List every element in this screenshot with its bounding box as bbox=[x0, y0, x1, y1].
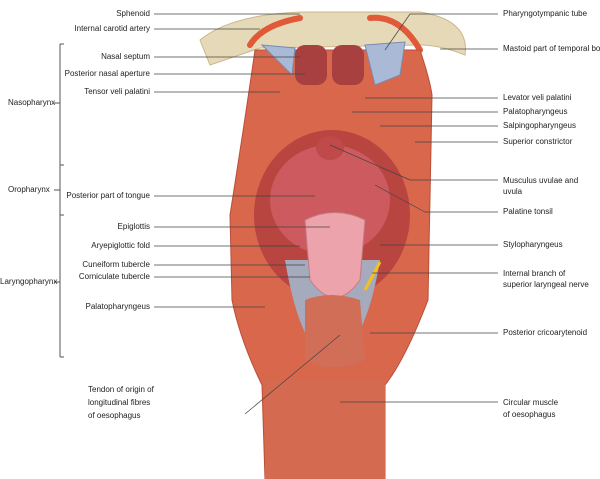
label-superior-constrictor: Superior constrictor bbox=[503, 137, 573, 146]
label-stylopharyngeus: Stylopharyngeus bbox=[503, 240, 563, 249]
label-aryepiglottic-fold: Aryepiglottic fold bbox=[91, 241, 150, 250]
label-palatopharyngeus-right: Palatopharyngeus bbox=[503, 107, 568, 116]
left-carotid-artery bbox=[247, 15, 303, 48]
posterior-nasal-aperture-left bbox=[295, 45, 327, 85]
left-tube-cartilage bbox=[260, 44, 296, 77]
label-line: Circular muscle bbox=[503, 398, 559, 407]
uvula bbox=[316, 136, 344, 160]
label-levator-veli-palatini: Levator veli palatini bbox=[503, 93, 572, 102]
label-posterior-part-of-tongue: Posterior part of tongue bbox=[66, 191, 150, 200]
label-line: superior laryngeal nerve bbox=[503, 280, 589, 289]
label-line: longitudinal fibres bbox=[88, 398, 151, 407]
region-laryngopharynx: Laryngopharynx bbox=[0, 277, 58, 286]
label-posterior-cricoarytenoid: Posterior cricoarytenoid bbox=[503, 328, 588, 337]
label-salpingopharyngeus: Salpingopharyngeus bbox=[503, 121, 576, 130]
label-pharyngotympanic-tube: Pharyngotympanic tube bbox=[503, 9, 588, 18]
label-musculus-uvulae: Musculus uvulae and uvula bbox=[503, 175, 578, 197]
label-nasal-septum: Nasal septum bbox=[101, 52, 150, 61]
epiglottis bbox=[304, 212, 366, 298]
right-carotid-artery bbox=[367, 14, 423, 53]
region-oropharynx: Oropharynx bbox=[8, 185, 50, 194]
label-tensor-veli-palatini: Tensor veli palatini bbox=[84, 87, 150, 96]
label-line: Internal branch of bbox=[503, 269, 566, 278]
label-circular-muscle-oesophagus: Circular muscle of oesophagus bbox=[503, 397, 558, 421]
pharynx-region-bracket bbox=[54, 43, 64, 358]
posterior-cricoarytenoid-muscle bbox=[305, 295, 365, 368]
leader-lines bbox=[154, 13, 498, 415]
oesophagus bbox=[265, 380, 385, 479]
posterior-nasal-aperture-right bbox=[332, 45, 364, 85]
label-cuneiform-tubercle: Cuneiform tubercle bbox=[82, 260, 150, 269]
label-line: of oesophagus bbox=[503, 410, 556, 419]
label-corniculate-tubercle: Corniculate tubercle bbox=[78, 272, 150, 281]
label-sphenoid: Sphenoid bbox=[116, 9, 150, 18]
internal-laryngeal-nerve bbox=[363, 261, 382, 291]
label-line: of oesophagus bbox=[88, 411, 141, 420]
label-tendon-of-origin: Tendon of origin of longitudinal fibres … bbox=[88, 383, 154, 422]
label-internal-carotid-artery: Internal carotid artery bbox=[74, 24, 150, 33]
label-line: uvula bbox=[503, 187, 523, 196]
label-line: Tendon of origin of bbox=[88, 385, 154, 394]
label-palatopharyngeus-left: Palatopharyngeus bbox=[85, 302, 151, 311]
label-mastoid-part: Mastoid part of temporal bone bbox=[503, 44, 600, 53]
label-posterior-nasal-aperture: Posterior nasal aperture bbox=[64, 69, 150, 78]
region-nasopharynx: Nasopharynx bbox=[8, 98, 56, 107]
label-epiglottis: Epiglottis bbox=[117, 222, 150, 231]
pharyngotympanic-tube-cartilage bbox=[364, 41, 406, 86]
label-line: Musculus uvulae and bbox=[503, 176, 579, 185]
label-internal-laryngeal-nerve: Internal branch of superior laryngeal ne… bbox=[503, 268, 589, 290]
label-palatine-tonsil: Palatine tonsil bbox=[503, 207, 553, 216]
